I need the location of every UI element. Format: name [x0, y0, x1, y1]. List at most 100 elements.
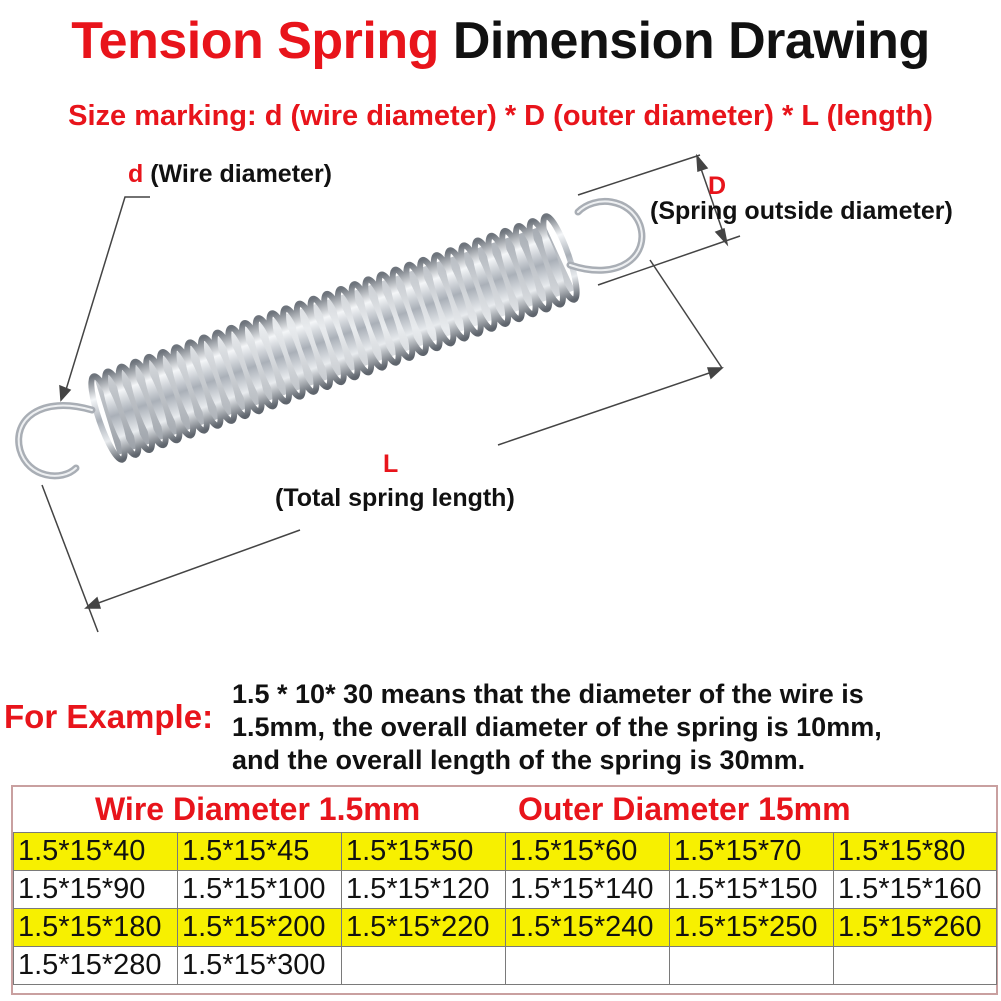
example-line: and the overall length of the spring is …: [232, 745, 806, 775]
size-cell: 1.5*15*70: [669, 832, 834, 871]
spring-coil: [88, 373, 128, 463]
spring-coil: [184, 339, 224, 429]
outer-diameter-dimension-line: [697, 159, 726, 239]
size-cell: 1.5*15*260: [833, 908, 997, 947]
spring-coil: [266, 310, 306, 400]
spring-coil: [170, 344, 210, 434]
spring-dimension-drawing: [15, 153, 741, 633]
outer-diameter-extension-bottom: [597, 235, 741, 286]
spring-coil: [471, 237, 512, 327]
spring-coil: [512, 222, 553, 313]
size-cell: [669, 946, 834, 985]
size-cell: 1.5*15*60: [505, 832, 670, 871]
spring-coil: [321, 290, 361, 381]
spring-coil: [458, 242, 498, 332]
size-cell: 1.5*15*240: [505, 908, 670, 947]
spring-coil: [129, 358, 169, 449]
spring-coil: [239, 319, 279, 410]
size-cell: 1.5*15*40: [13, 832, 178, 871]
wire-diameter-letter: d: [128, 160, 144, 188]
spring-coil: [417, 256, 457, 347]
spring-coil: [485, 232, 525, 323]
size-cell: 1.5*15*220: [341, 908, 506, 947]
length-extension-right: [649, 259, 723, 369]
size-cell: 1.5*15*45: [177, 832, 342, 871]
size-table: Wire Diameter 1.5mm Outer Diameter 15mm …: [11, 785, 998, 995]
spring-coil: [156, 349, 197, 439]
size-cell: 1.5*15*120: [341, 870, 506, 909]
spring-coil: [499, 227, 539, 318]
wire-diameter-heading: Wire Diameter 1.5mm: [95, 791, 421, 827]
spring-coil: [115, 363, 156, 454]
length-text: (Total spring length): [275, 484, 515, 512]
spring-coil: [293, 300, 334, 390]
example-label: For Example:: [4, 698, 214, 735]
size-marking-subtitle: Size marking: d (wire diameter) * D (out…: [68, 100, 933, 132]
spring-coil: [280, 305, 320, 395]
size-cell: [505, 946, 670, 985]
size-cell: 1.5*15*250: [669, 908, 834, 947]
size-cell: 1.5*15*90: [13, 870, 178, 909]
spring-coil: [362, 276, 402, 366]
wire-diameter-leader-line: [64, 196, 150, 394]
spring-coil: [334, 286, 375, 376]
outer-diameter-arrow-bottom: [714, 227, 729, 247]
size-cell: 1.5*15*80: [833, 832, 997, 871]
size-cell: 1.5*15*150: [669, 870, 834, 909]
outer-diameter-letter: D: [708, 172, 727, 200]
size-cell: 1.5*15*280: [13, 946, 178, 985]
wire-diameter-label: d (Wire diameter): [128, 160, 332, 189]
page-title: Tension Spring Dimension Drawing: [0, 6, 1001, 76]
spring-coil: [526, 218, 566, 308]
spring-coil: [197, 334, 238, 424]
spring-coil: [225, 324, 265, 415]
size-cell: 1.5*15*300: [177, 946, 342, 985]
outer-diameter-text: (Spring outside diameter): [650, 197, 953, 225]
length-dimension-line-left: [89, 529, 301, 607]
spring-coil: [143, 353, 183, 444]
size-cell: 1.5*15*200: [177, 908, 342, 947]
spring-coil: [348, 281, 388, 371]
spring-coil: [389, 266, 429, 357]
wire-diameter-arrow: [59, 384, 72, 402]
left-hook-highlight: [17, 404, 93, 477]
wire-diameter-text: (Wire diameter): [150, 160, 332, 188]
size-cell: 1.5*15*100: [177, 870, 342, 909]
title-black-part: Dimension Drawing: [452, 12, 930, 70]
size-cell: 1.5*15*180: [13, 908, 178, 947]
spring-coil: [444, 247, 484, 337]
size-cell: [833, 946, 997, 985]
length-extension-left: [41, 484, 99, 633]
spring-coil: [375, 271, 416, 361]
length-arrow-right: [706, 367, 724, 380]
title-red-part: Tension Spring: [71, 12, 439, 70]
size-cell: 1.5*15*50: [341, 832, 506, 871]
example-text: 1.5 * 10* 30 means that the diameter of …: [232, 678, 992, 777]
length-letter: L: [383, 450, 399, 478]
spring-coil: [403, 261, 443, 352]
table-header: Wire Diameter 1.5mm Outer Diameter 15mm: [13, 787, 996, 831]
spring-coil: [102, 368, 142, 458]
size-cell: 1.5*15*140: [505, 870, 670, 909]
example-line: 1.5mm, the overall diameter of the sprin…: [232, 712, 882, 742]
length-dimension-line-right: [497, 369, 719, 446]
outer-diameter-heading: Outer Diameter 15mm: [518, 791, 851, 827]
spring-coils: [88, 213, 580, 463]
outer-diameter-arrow-top: [696, 153, 709, 173]
spring-coil: [540, 213, 580, 303]
length-arrow-left: [84, 596, 102, 609]
spring-coil: [307, 295, 347, 386]
example-line: 1.5 * 10* 30 means that the diameter of …: [232, 679, 864, 709]
spring-coil: [430, 252, 471, 342]
spring-body: [88, 213, 580, 463]
right-hook-highlight: [569, 200, 643, 272]
spring-coil: [211, 329, 251, 420]
size-cell: [341, 946, 506, 985]
size-cell: 1.5*15*160: [833, 870, 997, 909]
outer-diameter-extension-top: [577, 154, 701, 196]
